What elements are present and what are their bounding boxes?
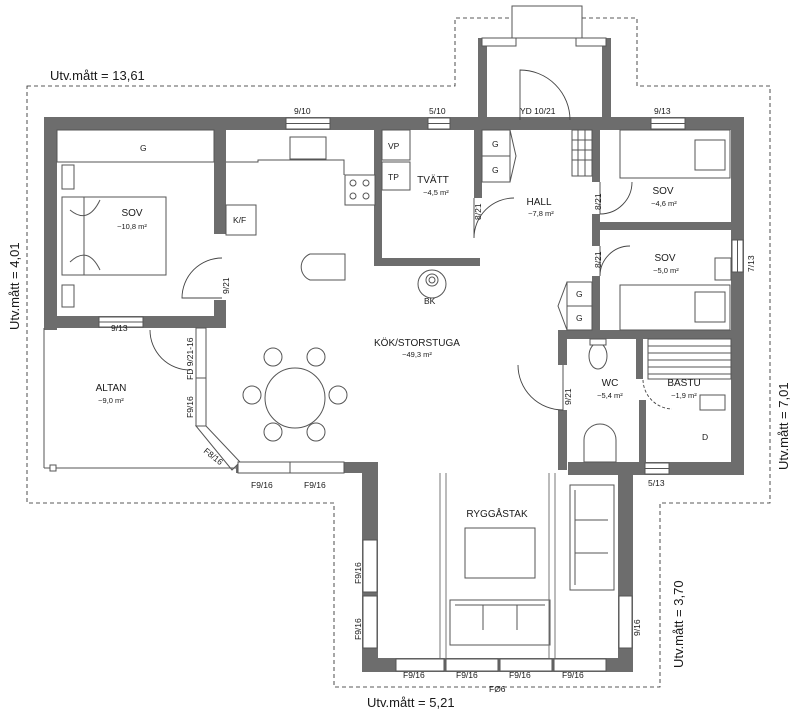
code-top-9-10: 9/10 bbox=[294, 106, 311, 116]
code-bottom-f9-16-a: F9/16 bbox=[251, 480, 273, 490]
outer-measurements: Utv.mått = 13,61 Utv.mått = 4,01 Utv.måt… bbox=[7, 68, 791, 710]
code-door-9-21-bedroom: 9/21 bbox=[221, 277, 231, 294]
code-f-o6: FØ6 bbox=[489, 684, 506, 694]
room-name-ryggastak: RYGGÅSTAK bbox=[466, 507, 528, 520]
room-name-wc: WC bbox=[602, 378, 619, 389]
code-yd-10-21: YD 10/21 bbox=[520, 106, 556, 116]
code-fd-9-21-16: FD 9/21-16 bbox=[185, 337, 195, 380]
room-name-sov-2: SOV bbox=[652, 186, 673, 197]
code-door-9-21-wc: 9/21 bbox=[563, 388, 573, 405]
room-area-sov-3: ~5,0 m² bbox=[653, 266, 679, 275]
room-area-sov-2: ~4,6 m² bbox=[651, 199, 677, 208]
code-f9-16-corner: F9/16 bbox=[185, 396, 195, 418]
fixture-labels: G K/F VP TP G G BK G G D bbox=[140, 139, 708, 442]
code-annex-f9-16-c: F9/16 bbox=[509, 670, 531, 680]
code-door-8-21-sov2: 8/21 bbox=[593, 193, 603, 210]
dim-annex-depth: Utv.mått = 3,70 bbox=[671, 580, 686, 668]
room-name-tvatt: TVÄTT bbox=[417, 174, 449, 186]
fixture-label-g-wardrobe: G bbox=[140, 143, 147, 153]
room-area-altan: ~9,0 m² bbox=[98, 396, 124, 405]
room-name-sov-1: SOV bbox=[121, 208, 142, 219]
room-name-sov-3: SOV bbox=[654, 253, 675, 264]
interior-walls bbox=[214, 130, 732, 470]
fixture-label-tp: TP bbox=[388, 172, 399, 182]
code-annex-f9-16-a: F9/16 bbox=[403, 670, 425, 680]
code-5-13: 5/13 bbox=[648, 478, 665, 488]
fixture-label-sov-g2: G bbox=[576, 313, 583, 323]
code-top-5-10: 5/10 bbox=[429, 106, 446, 116]
room-area-sov-1: ~10,8 m² bbox=[117, 222, 147, 231]
room-name-bastu: BASTU bbox=[667, 378, 700, 389]
room-name-kok-storstuga: KÖK/STORSTUGA bbox=[374, 337, 460, 349]
window-door-codes: 9/10 5/10 YD 10/21 9/13 9/13 5/13 F9/16 … bbox=[111, 106, 756, 694]
code-top-9-13: 9/13 bbox=[654, 106, 671, 116]
fixture-label-d: D bbox=[702, 432, 708, 442]
dim-left-depth: Utv.mått = 4,01 bbox=[7, 242, 22, 330]
dim-total-width: Utv.mått = 13,61 bbox=[50, 68, 145, 83]
code-annex-f9-16-d: F9/16 bbox=[562, 670, 584, 680]
room-area-wc: ~5,4 m² bbox=[597, 391, 623, 400]
dim-annex-width: Utv.mått = 5,21 bbox=[367, 695, 455, 710]
code-annex-left-f9-16-b: F9/16 bbox=[353, 618, 363, 640]
room-labels: SOV ~10,8 m² TVÄTT ~4,5 m² HALL ~7,8 m² … bbox=[96, 174, 701, 520]
room-area-kok-storstuga: ~49,3 m² bbox=[402, 350, 432, 359]
fixture-label-kf: K/F bbox=[233, 215, 246, 225]
fixture-label-hall-g1: G bbox=[492, 139, 499, 149]
fixture-label-vp: VP bbox=[388, 141, 400, 151]
room-name-hall: HALL bbox=[526, 197, 551, 208]
doors bbox=[149, 69, 673, 411]
code-door-8-21-sov3: 8/21 bbox=[593, 251, 603, 268]
code-annex-f9-16-b: F9/16 bbox=[456, 670, 478, 680]
dim-right-depth: Utv.mått = 7,01 bbox=[776, 382, 791, 470]
fixture-label-bk: BK bbox=[424, 296, 436, 306]
windows bbox=[98, 5, 744, 672]
code-bottom-f9-16-b: F9/16 bbox=[304, 480, 326, 490]
room-area-tvatt: ~4,5 m² bbox=[423, 188, 449, 197]
code-door-8-21-laundry: 8/21 bbox=[473, 203, 483, 220]
room-area-hall: ~7,8 m² bbox=[528, 209, 554, 218]
furniture bbox=[43, 129, 732, 658]
room-area-bastu: ~1,9 m² bbox=[671, 391, 697, 400]
fixture-label-sov-g1: G bbox=[576, 289, 583, 299]
code-7-13: 7/13 bbox=[746, 255, 756, 272]
code-left-9-13: 9/13 bbox=[111, 323, 128, 333]
room-name-altan: ALTAN bbox=[96, 383, 127, 394]
fixture-label-hall-g2: G bbox=[492, 165, 499, 175]
code-annex-left-f9-16-a: F9/16 bbox=[353, 562, 363, 584]
code-annex-right-9-16: 9/16 bbox=[632, 619, 642, 636]
outer-dimension-outline bbox=[26, 17, 771, 688]
